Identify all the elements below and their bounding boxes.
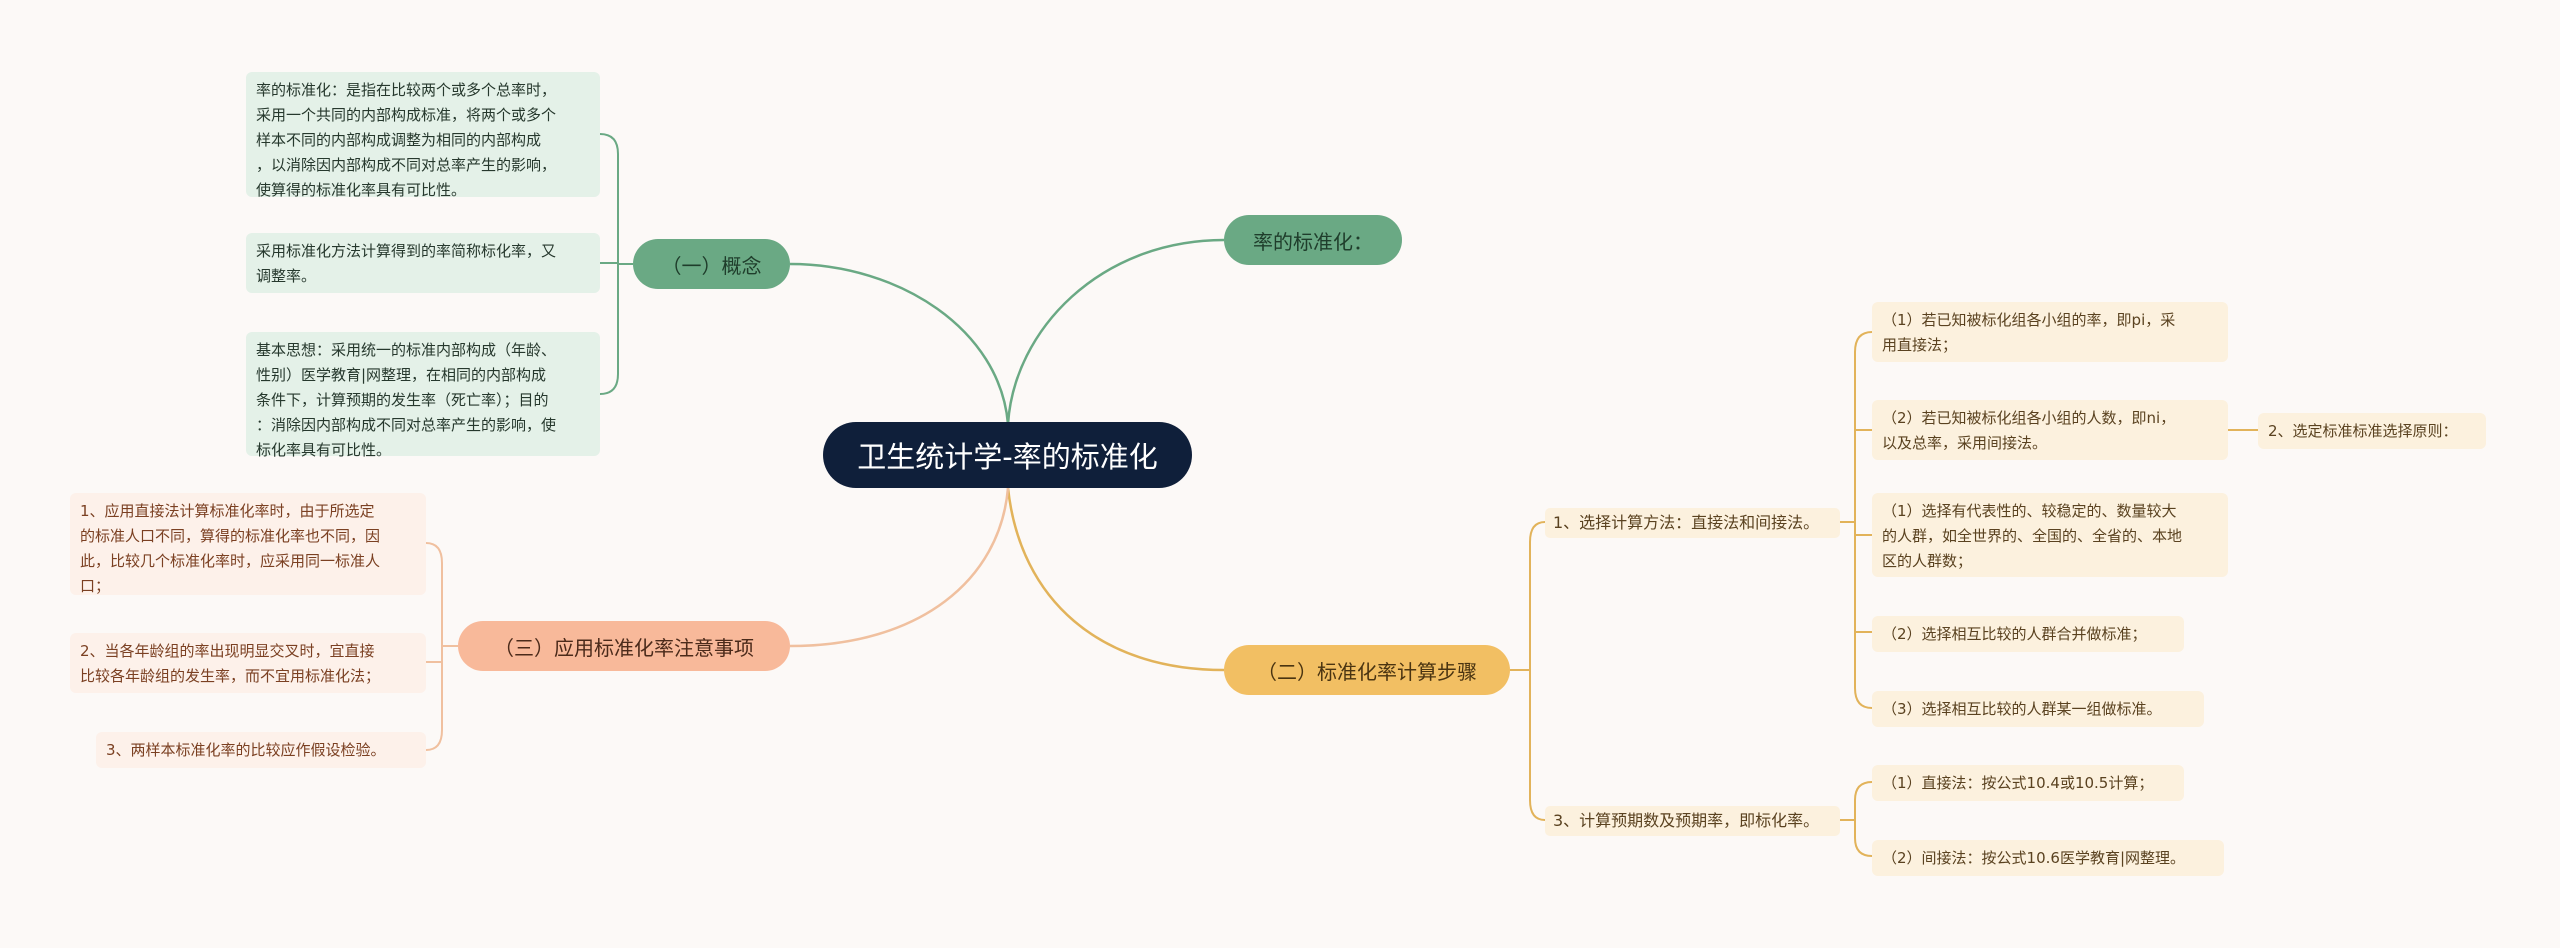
link-root-steps <box>1006 487 1225 672</box>
bracket-step1 <box>1854 331 1873 709</box>
concept-note-definition[interactable]: 率的标准化：是指在比较两个或多个总率时， 采用一个共同的内部构成标准，将两个或多… <box>246 72 600 199</box>
step1-child-representative[interactable]: （1）选择有代表性的、较稳定的、数量较大 的人群，如全世界的、全国的、全省的、本… <box>1872 493 2228 577</box>
step1-side-label[interactable]: 2、选定标准标准选择原则： <box>2258 413 2486 449</box>
bracket-notes <box>425 542 443 751</box>
notes-item-hypothesis-test[interactable]: 3、两样本标准化率的比较应作假设检验。 <box>96 732 426 768</box>
link-root-definition <box>1006 238 1225 425</box>
step3-child-indirect[interactable]: （2）间接法：按公式10.6医学教育|网整理。 <box>1872 840 2224 876</box>
step1-child-direct[interactable]: （1）若已知被标化组各小组的率，即pi，采 用直接法； <box>1872 302 2228 362</box>
link-root-notes <box>789 487 1010 648</box>
notes-item-same-standard[interactable]: 1、应用直接法计算标准化率时，由于所选定 的标准人口不同，算得的标准化率也不同，… <box>70 493 426 595</box>
step1-child-indirect[interactable]: （2）若已知被标化组各小组的人数，即ni， 以及总率，采用间接法。 <box>1872 400 2228 460</box>
link-root-concept <box>789 262 1010 425</box>
concept-note-adjusted-rate[interactable]: 采用标准化方法计算得到的率简称标化率，又 调整率。 <box>246 233 600 293</box>
step3-child-direct[interactable]: （1）直接法：按公式10.4或10.5计算； <box>1872 765 2184 801</box>
step1-label[interactable]: 1、选择计算方法：直接法和间接法。 <box>1545 508 1840 538</box>
bracket-step3 <box>1854 781 1873 857</box>
notes-item-crossing-rates[interactable]: 2、当各年龄组的率出现明显交叉时，宜直接 比较各年龄组的发生率，而不宜用标准化法… <box>70 633 426 693</box>
step1-child-merged[interactable]: （2）选择相互比较的人群合并做标准； <box>1872 616 2184 652</box>
root-topic[interactable]: 卫生统计学-率的标准化 <box>823 422 1192 488</box>
bracket-steps <box>1529 521 1546 821</box>
branch-definition[interactable]: 率的标准化： <box>1224 215 1402 265</box>
branch-steps[interactable]: （二）标准化率计算步骤 <box>1224 645 1510 695</box>
step3-label[interactable]: 3、计算预期数及预期率，即标化率。 <box>1545 806 1840 836</box>
branch-notes[interactable]: （三）应用标准化率注意事项 <box>458 621 790 671</box>
branch-concept[interactable]: （一）概念 <box>633 239 790 289</box>
step1-child-one-group[interactable]: （3）选择相互比较的人群某一组做标准。 <box>1872 691 2204 727</box>
concept-note-basic-idea[interactable]: 基本思想：采用统一的标准内部构成（年龄、 性别）医学教育|网整理，在相同的内部构… <box>246 332 600 459</box>
